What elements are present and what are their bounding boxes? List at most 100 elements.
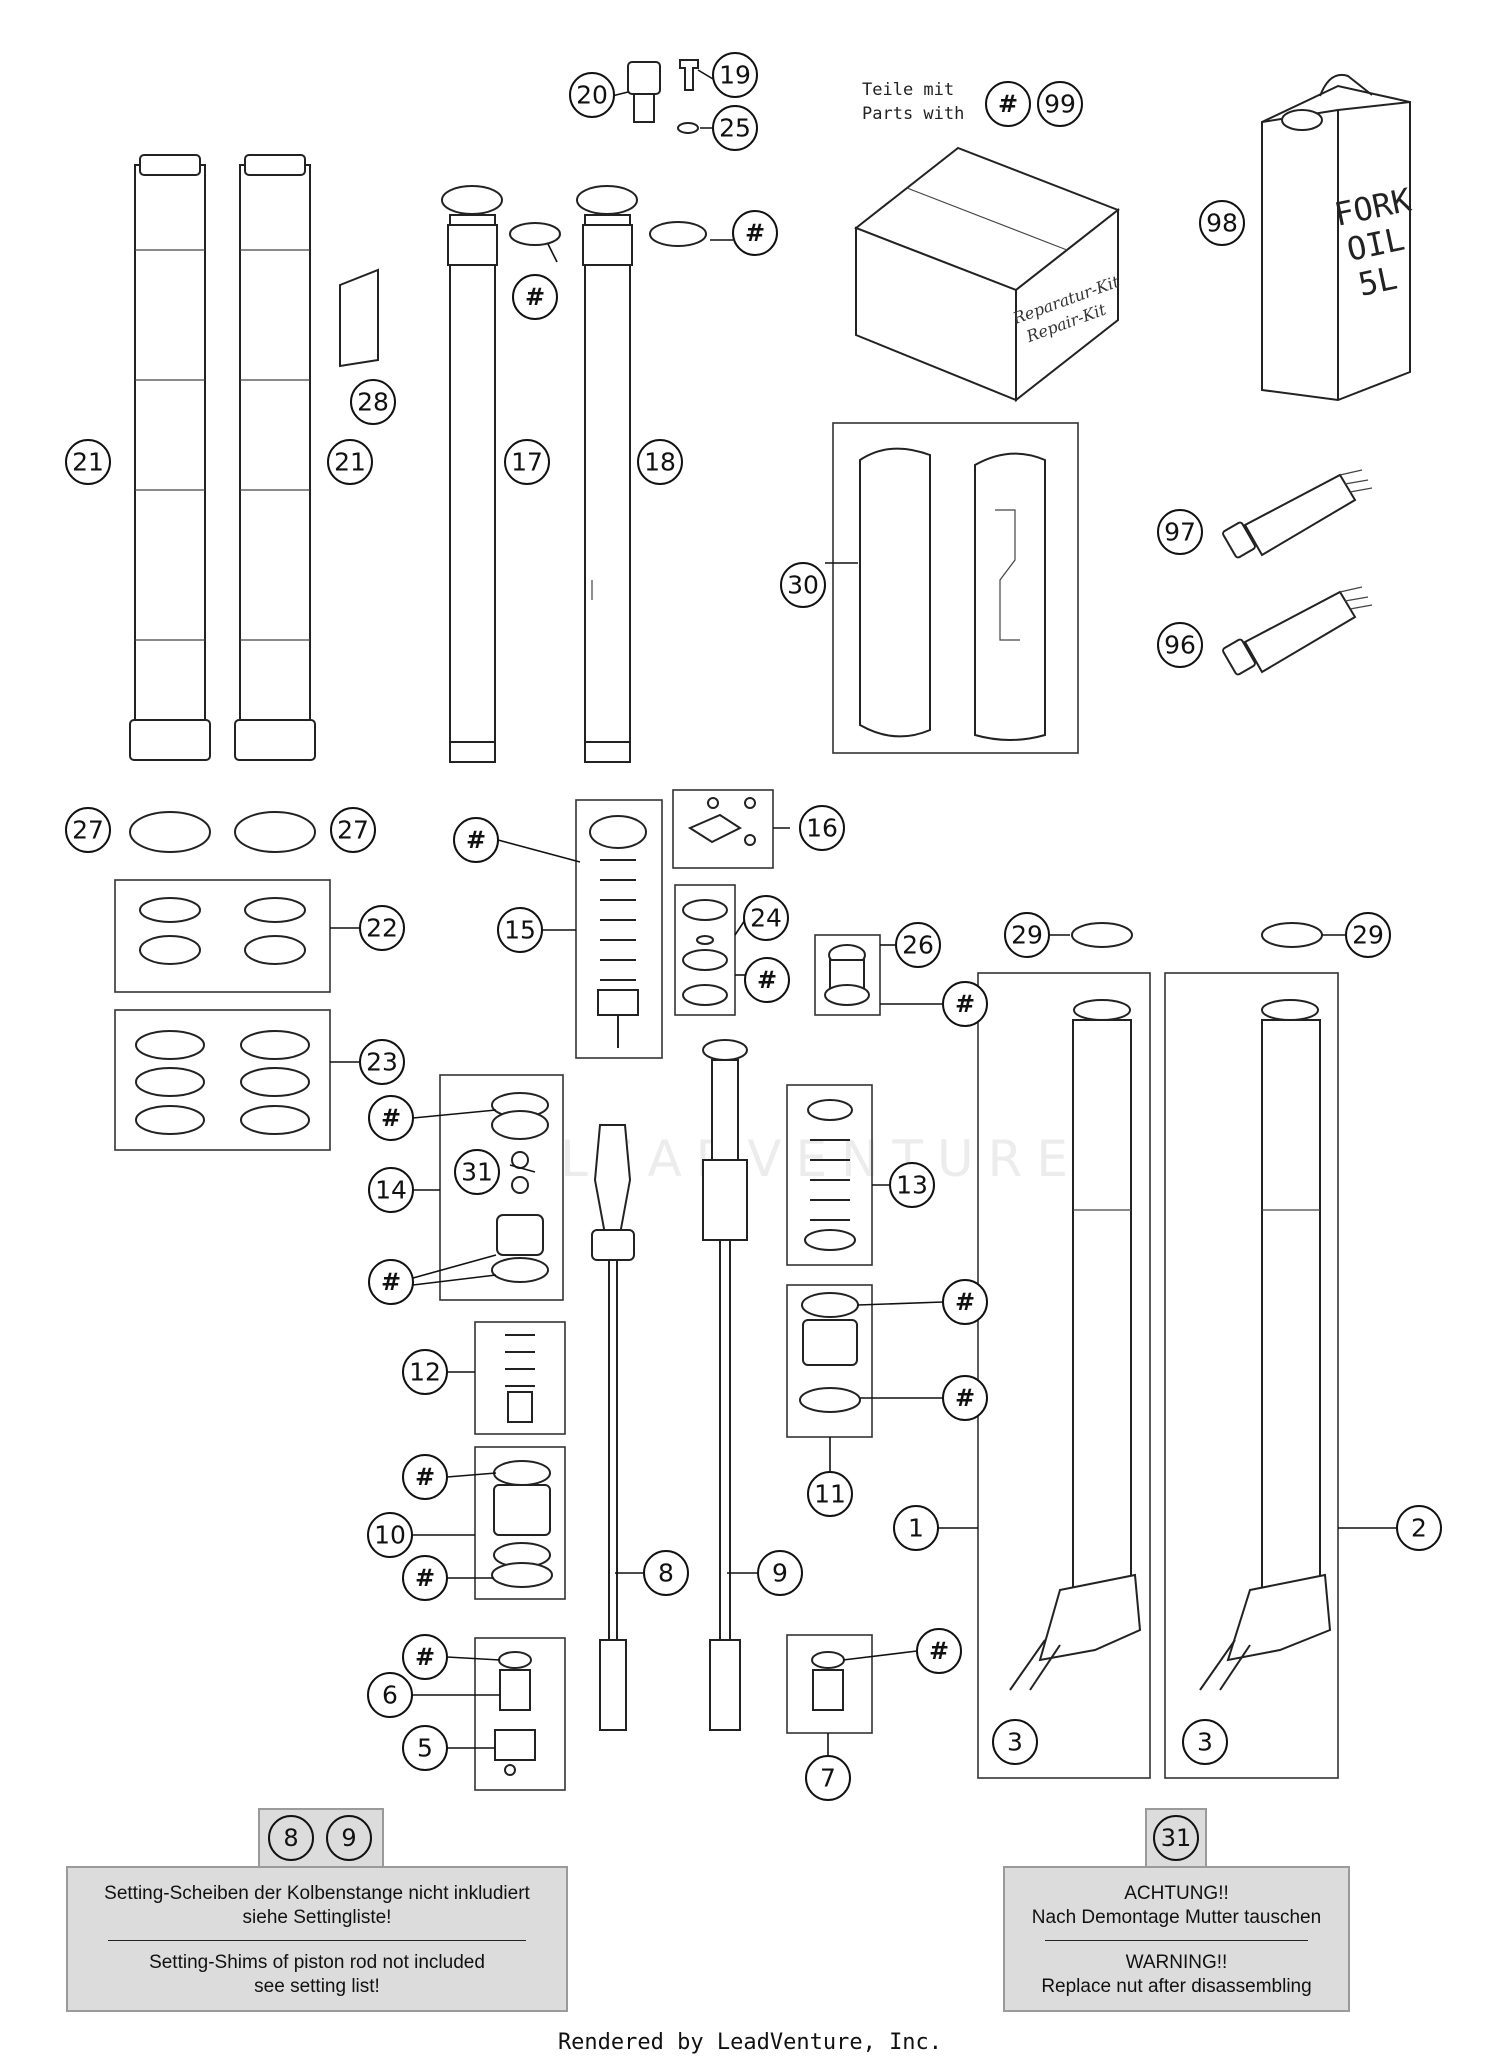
callout-3-left: 3 bbox=[992, 1719, 1038, 1765]
hash-callout-7: # bbox=[916, 1628, 962, 1674]
note-left-line4: see setting list! bbox=[254, 1976, 380, 1997]
hash-callout-10-bottom: # bbox=[402, 1555, 448, 1601]
note-left: Setting-Scheiben der Kolbenstange nicht … bbox=[66, 1866, 568, 2012]
o-ring-18 bbox=[649, 221, 707, 247]
svg-text:#: # bbox=[955, 1384, 975, 1412]
note-right-line2: Nach Demontage Mutter tauschen bbox=[1031, 1907, 1322, 1928]
svg-text:31: 31 bbox=[461, 1158, 493, 1187]
callout-10: 10 bbox=[367, 1512, 413, 1558]
footer-credit: Rendered by LeadVenture, Inc. bbox=[557, 2030, 943, 2055]
svg-text:2: 2 bbox=[1411, 1514, 1427, 1543]
svg-text:20: 20 bbox=[576, 81, 608, 110]
svg-text:#: # bbox=[998, 90, 1018, 118]
svg-text:#: # bbox=[381, 1268, 401, 1296]
callout-17: 17 bbox=[504, 439, 550, 485]
callout-15: 15 bbox=[497, 907, 543, 953]
hash-callout-11-top: # bbox=[942, 1279, 988, 1325]
valve-assembly-14 bbox=[491, 1092, 549, 1283]
hash-callout-10-top: # bbox=[402, 1454, 448, 1500]
svg-text:98: 98 bbox=[1206, 209, 1238, 238]
washer-25 bbox=[677, 122, 699, 134]
svg-text:29: 29 bbox=[1352, 921, 1384, 950]
note-left-line1: Setting-Scheiben der Kolbenstange nicht … bbox=[104, 1883, 530, 1904]
valve-26 bbox=[824, 944, 870, 1006]
svg-text:9: 9 bbox=[772, 1559, 788, 1588]
kit-label: Teile mit Parts with bbox=[862, 78, 964, 126]
svg-text:#: # bbox=[525, 283, 545, 311]
callout-30: 30 bbox=[780, 562, 826, 608]
screw-cap-20 bbox=[627, 61, 661, 123]
svg-text:3: 3 bbox=[1197, 1728, 1213, 1757]
svg-text:#: # bbox=[955, 990, 975, 1018]
valve-11 bbox=[799, 1292, 861, 1413]
callouts: 21 21 28 17 18 20 19 25 99 98 30 97 96 2… bbox=[65, 52, 1442, 1801]
callout-21-left: 21 bbox=[65, 439, 111, 485]
hash-callout-15: # bbox=[453, 817, 499, 863]
callout-14: 14 bbox=[368, 1167, 414, 1213]
callout-5: 5 bbox=[402, 1725, 448, 1771]
svg-text:29: 29 bbox=[1011, 921, 1043, 950]
svg-text:27: 27 bbox=[337, 816, 369, 845]
callout-27-left: 27 bbox=[65, 807, 111, 853]
svg-text:5: 5 bbox=[417, 1734, 433, 1763]
bushing-27-right bbox=[234, 811, 316, 853]
decal-sticker bbox=[339, 268, 379, 368]
svg-text:#: # bbox=[955, 1288, 975, 1316]
svg-text:12: 12 bbox=[409, 1358, 441, 1387]
fork-guard-right bbox=[974, 452, 1046, 741]
note-left-callout-9: 9 bbox=[326, 1815, 372, 1861]
note-right-callout-31: 31 bbox=[1153, 1815, 1199, 1861]
svg-text:19: 19 bbox=[719, 61, 751, 90]
hash-callout-26: # bbox=[942, 981, 988, 1027]
svg-text:99: 99 bbox=[1044, 90, 1076, 119]
svg-text:16: 16 bbox=[806, 814, 838, 843]
piston-rod-8 bbox=[591, 1124, 635, 1731]
bolt-19 bbox=[679, 59, 699, 91]
callout-21-right: 21 bbox=[327, 439, 373, 485]
seals-23 bbox=[135, 1030, 310, 1135]
hash-callout-18-oring: # bbox=[732, 210, 778, 256]
svg-text:17: 17 bbox=[511, 448, 543, 477]
valve-10 bbox=[491, 1460, 553, 1588]
svg-text:14: 14 bbox=[375, 1176, 407, 1205]
callout-20: 20 bbox=[569, 72, 615, 118]
cartridge-spring-15 bbox=[589, 815, 647, 1048]
callout-2: 2 bbox=[1396, 1505, 1442, 1551]
callout-25: 25 bbox=[712, 105, 758, 151]
callout-11: 11 bbox=[807, 1471, 853, 1517]
svg-text:26: 26 bbox=[902, 931, 934, 960]
hash-callout-17-oring: # bbox=[512, 274, 558, 320]
spring-12 bbox=[505, 1334, 535, 1423]
svg-text:#: # bbox=[415, 1564, 435, 1592]
svg-text:11: 11 bbox=[814, 1480, 846, 1509]
o-ring-17 bbox=[509, 222, 561, 246]
svg-text:27: 27 bbox=[72, 816, 104, 845]
ring-29-left bbox=[1071, 922, 1133, 948]
svg-text:#: # bbox=[745, 219, 765, 247]
svg-text:#: # bbox=[415, 1463, 435, 1491]
svg-text:21: 21 bbox=[72, 448, 104, 477]
can-label-3: 5L bbox=[1355, 259, 1401, 304]
piston-rod-9 bbox=[702, 1039, 748, 1731]
fork-guard-left bbox=[859, 447, 931, 738]
inner-tube-17 bbox=[441, 185, 503, 763]
svg-text:30: 30 bbox=[787, 571, 819, 600]
hash-callouts: # # # # # # # # # # # # # # bbox=[368, 81, 1031, 1680]
svg-text:24: 24 bbox=[750, 904, 782, 933]
svg-text:#: # bbox=[415, 1643, 435, 1671]
callout-96: 96 bbox=[1157, 622, 1203, 668]
callout-29-right: 29 bbox=[1345, 912, 1391, 958]
callout-9: 9 bbox=[757, 1550, 803, 1596]
callout-28: 28 bbox=[350, 379, 396, 425]
callout-7: 7 bbox=[805, 1755, 851, 1801]
callout-99: 99 bbox=[1037, 81, 1083, 127]
svg-text:25: 25 bbox=[719, 114, 751, 143]
svg-text:8: 8 bbox=[658, 1559, 674, 1588]
svg-text:3: 3 bbox=[1007, 1728, 1023, 1757]
valve-7 bbox=[811, 1651, 845, 1711]
svg-text:22: 22 bbox=[366, 914, 398, 943]
svg-text:15: 15 bbox=[504, 916, 536, 945]
callout-29-left: 29 bbox=[1004, 912, 1050, 958]
outer-tube-right bbox=[234, 154, 316, 761]
kit-label-en: Parts with bbox=[862, 104, 965, 124]
